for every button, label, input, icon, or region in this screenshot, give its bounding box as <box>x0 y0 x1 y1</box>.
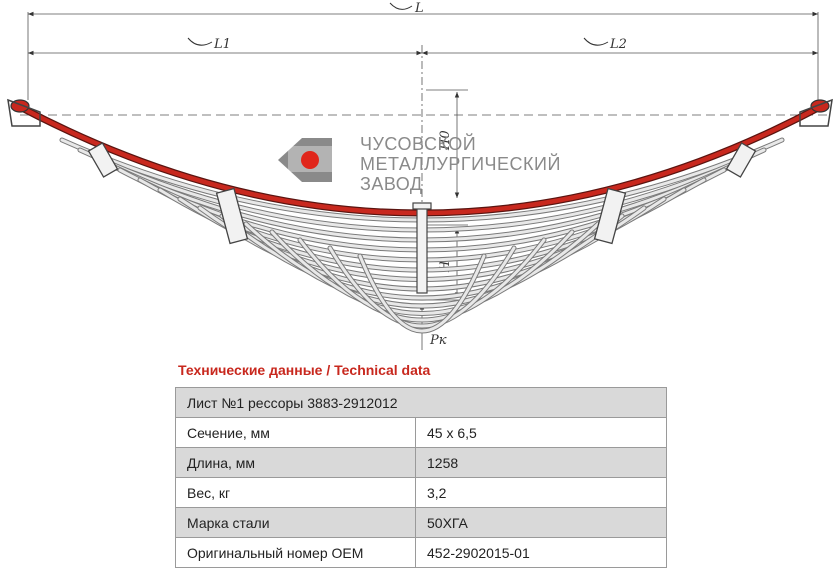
row-value: 50ХГА <box>415 507 667 538</box>
dim-total-label: L <box>414 1 424 16</box>
load-label: Pк <box>429 333 447 348</box>
table-header: Лист №1 рессоры 3883-2912012 <box>175 387 667 418</box>
dim-left-label: L1 <box>213 37 231 52</box>
leaf-spring-drawing: L L1 L2 H0 H Pк <box>7 1 833 350</box>
spring-clamps <box>87 142 757 245</box>
logo-line-3: ЗАВОД <box>360 174 423 194</box>
row-value: 3,2 <box>415 477 667 508</box>
dim-right-label: L2 <box>609 37 627 52</box>
section-title: Технические данные / Technical data <box>178 362 431 378</box>
row-value: 1258 <box>415 447 667 478</box>
row-label: Длина, мм <box>175 447 416 478</box>
table-header-row: Лист №1 рессоры 3883-2912012 <box>175 387 667 418</box>
table-row: Длина, мм 1258 <box>175 447 667 478</box>
factory-logo-icon <box>278 138 336 182</box>
row-label: Вес, кг <box>175 477 416 508</box>
logo-line-2: МЕТАЛЛУРГИЧЕСКИЙ <box>360 153 561 174</box>
row-label: Марка стали <box>175 507 416 538</box>
spec-table: Лист №1 рессоры 3883-2912012 Сечение, мм… <box>175 387 667 568</box>
row-label: Оригинальный номер ОЕМ <box>175 537 416 568</box>
center-bolt <box>412 202 432 294</box>
leaf-eyes <box>10 99 830 113</box>
table-row: Марка стали 50ХГА <box>175 507 667 538</box>
arc-symbols <box>187 2 609 46</box>
row-value: 45 х 6,5 <box>415 417 667 448</box>
eye-brackets <box>7 98 833 127</box>
table-row: Вес, кг 3,2 <box>175 477 667 508</box>
row-value: 452-2902015-01 <box>415 537 667 568</box>
row-label: Сечение, мм <box>175 417 416 448</box>
logo-line-1: ЧУСОВСКОЙ <box>360 133 476 154</box>
dim-height-upper-label: H0 <box>438 130 453 151</box>
table-row: Сечение, мм 45 х 6,5 <box>175 417 667 448</box>
table-row: Оригинальный номер ОЕМ 452-2902015-01 <box>175 537 667 568</box>
